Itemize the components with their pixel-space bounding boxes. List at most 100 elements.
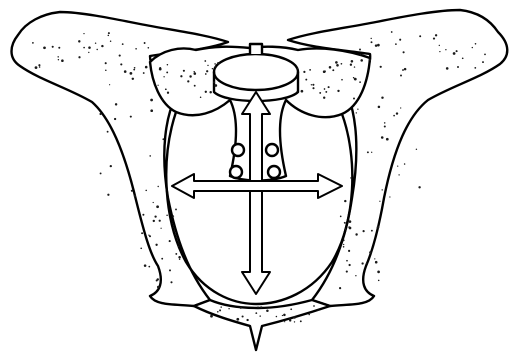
stipple-dot (169, 240, 171, 242)
stipple-dot (144, 264, 147, 267)
stipple-dot (52, 46, 54, 48)
stipple-dot (167, 64, 168, 65)
stipple-dot (39, 66, 41, 68)
stipple-dot (108, 35, 110, 37)
stipple-dot (167, 92, 169, 94)
stipple-dot (453, 52, 456, 55)
stipple-dot (359, 49, 361, 51)
stipple-dot (336, 64, 339, 67)
stipple-dot (148, 266, 150, 268)
stipple-dot (369, 59, 371, 61)
sacral-foramen (230, 166, 242, 178)
stipple-dot (255, 312, 257, 314)
stipple-dot (354, 66, 355, 67)
stipple-dot (107, 194, 109, 196)
stipple-dot (130, 72, 133, 75)
stipple-dot (375, 261, 378, 264)
stipple-dot (144, 42, 146, 44)
stipple-dot (377, 226, 380, 229)
stipple-dot (294, 321, 295, 322)
stipple-dot (357, 109, 358, 110)
stipple-dot (370, 38, 371, 39)
stipple-dot (142, 214, 144, 216)
stipple-dot (474, 67, 476, 69)
stipple-dot (445, 49, 446, 50)
stipple-dot (457, 66, 459, 68)
stipple-dot (419, 35, 421, 37)
stipple-dot (371, 230, 373, 232)
stipple-dot (110, 40, 111, 41)
stipple-dot (157, 286, 160, 289)
stipple-dot (484, 54, 486, 56)
stipple-dot (107, 131, 109, 133)
stipple-dot (346, 271, 348, 273)
stipple-dot (435, 34, 437, 36)
stipple-dot (353, 98, 355, 100)
stipple-dot (35, 66, 38, 69)
stipple-dot (162, 99, 163, 100)
stipple-dot (134, 67, 136, 69)
stipple-dot (472, 47, 473, 48)
stipple-dot (375, 44, 378, 47)
stipple-dot (157, 186, 158, 187)
stipple-dot (311, 84, 312, 85)
stipple-dot (156, 205, 159, 208)
diameter-arrows (172, 92, 342, 294)
stipple-dot (236, 318, 239, 321)
stipple-dot (329, 66, 332, 69)
stipple-dot (296, 91, 297, 92)
stipple-dot (309, 69, 311, 71)
stipple-dot (95, 42, 96, 43)
stipple-dot (348, 264, 350, 266)
stipple-dot (384, 125, 386, 127)
stipple-dot (105, 62, 107, 64)
stipple-dot (475, 43, 477, 45)
stipple-dot (381, 96, 383, 98)
stipple-dot (341, 79, 343, 81)
stipple-dot (337, 90, 339, 92)
stipple-dot (482, 61, 484, 63)
stipple-dot (343, 244, 344, 245)
stipple-dot (83, 33, 84, 34)
stipple-dot (175, 253, 177, 255)
stipple-dot (257, 306, 258, 307)
stipple-dot (57, 56, 58, 57)
stipple-dot (312, 84, 314, 86)
stipple-dot (319, 92, 321, 94)
stipple-dot (179, 259, 180, 260)
stipple-dot (313, 305, 315, 307)
stipple-dot (381, 136, 384, 139)
stipple-dot (242, 315, 244, 317)
stipple-dot (210, 315, 213, 318)
stipple-dot (122, 43, 124, 45)
stipple-dot (398, 174, 399, 175)
stipple-dot (58, 47, 60, 49)
stipple-dot (283, 314, 286, 317)
stipple-dot (246, 319, 248, 321)
stipple-dot (266, 309, 269, 312)
stipple-dot (220, 306, 221, 307)
stipple-dot (404, 163, 406, 165)
stipple-dot (328, 86, 330, 88)
stipple-dot (178, 246, 179, 247)
stipple-dot (205, 91, 207, 93)
stipple-dot (141, 232, 143, 234)
stipple-dot (163, 76, 164, 77)
stipple-dot (462, 57, 464, 59)
stipple-dot (367, 151, 369, 153)
stipple-dot (204, 60, 206, 62)
stipple-dot (391, 31, 393, 33)
stipple-dot (377, 44, 380, 47)
stipple-dot (214, 84, 217, 87)
stipple-dot (343, 239, 345, 241)
stipple-dot (166, 71, 168, 73)
stipple-dot (439, 51, 440, 52)
stipple-dot (228, 308, 229, 309)
stipple-dot (393, 115, 395, 117)
stipple-dot (132, 78, 134, 80)
stipple-dot (153, 202, 154, 203)
stipple-dot (325, 71, 326, 72)
stipple-dot (369, 251, 371, 253)
stipple-dot (140, 247, 142, 249)
